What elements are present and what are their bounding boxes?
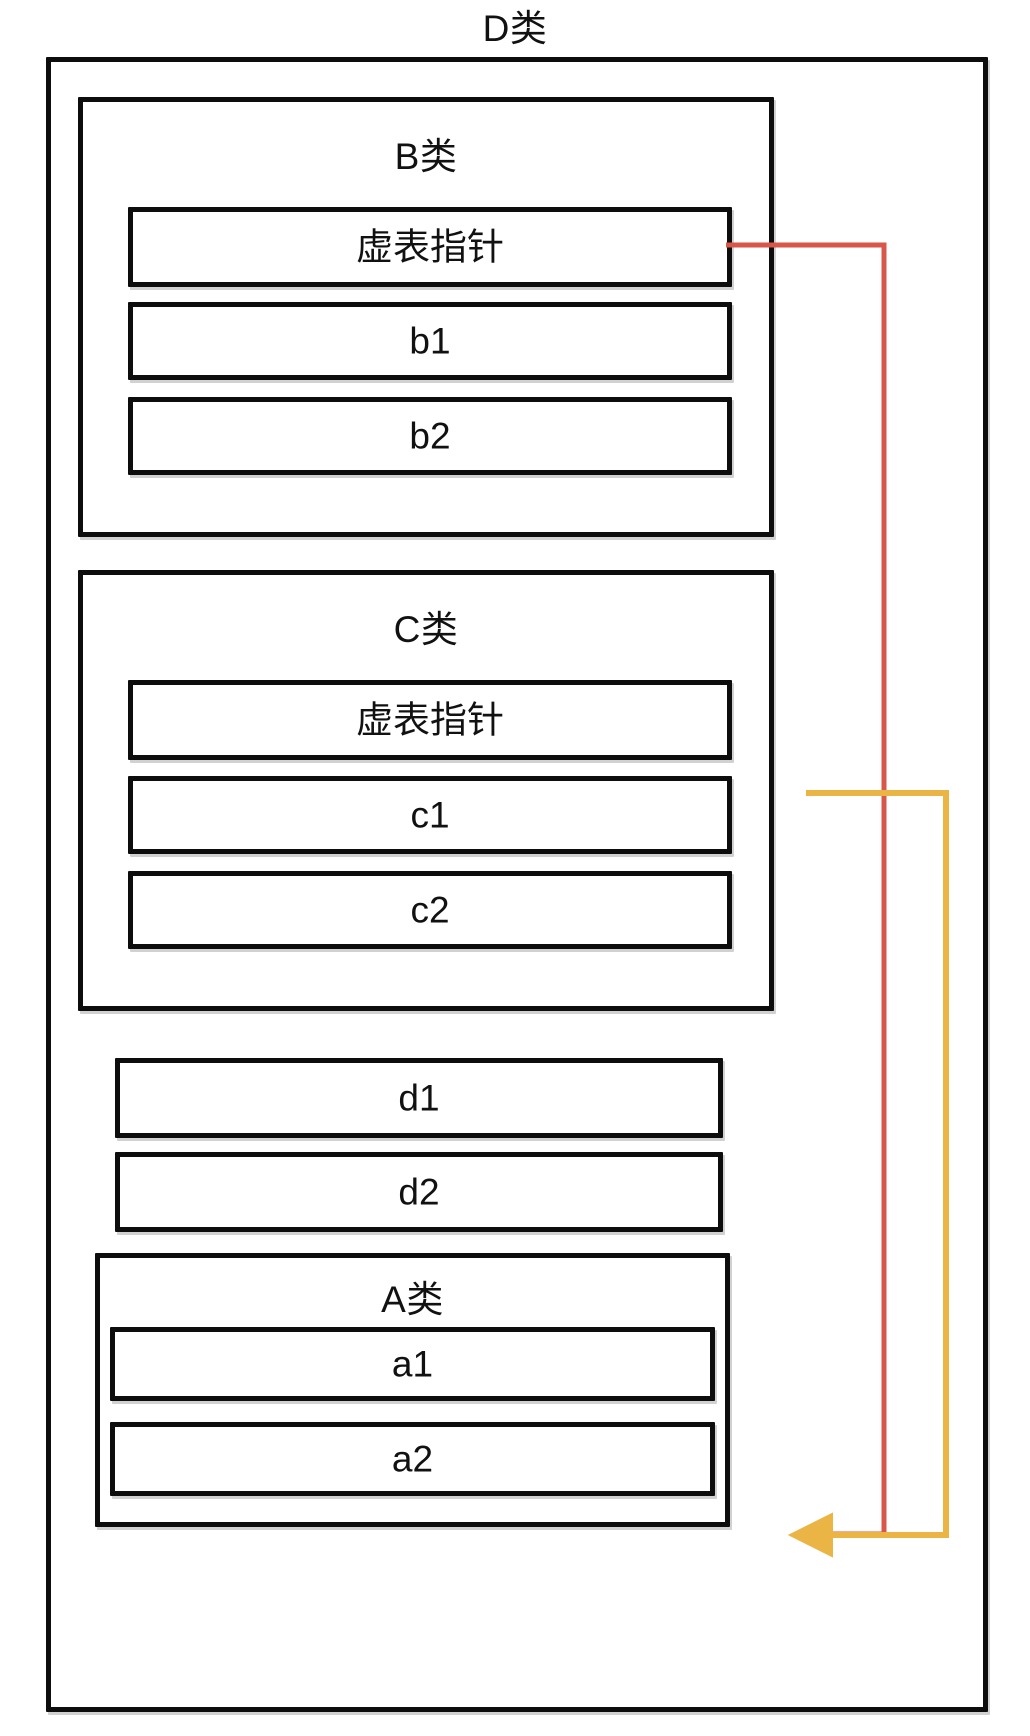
field-label-b2: b2 — [409, 415, 451, 457]
field-label-a2: a2 — [391, 1438, 434, 1480]
class-title-a: A类 — [381, 1279, 444, 1320]
field-box-c-vtable-pointer: 虚表指针 — [128, 680, 732, 760]
field-box-d1: d1 — [115, 1058, 723, 1138]
class-title-d: D类 — [482, 8, 548, 49]
field-box-d2: d2 — [115, 1152, 723, 1232]
field-label-c-vtable-pointer: 虚表指针 — [356, 699, 504, 741]
field-label-d2: d2 — [398, 1171, 440, 1213]
field-box-b1: b1 — [128, 302, 732, 380]
field-box-c2: c2 — [128, 871, 732, 949]
field-box-a2: a2 — [110, 1422, 715, 1496]
class-title-b: B类 — [394, 136, 458, 177]
field-box-b2: b2 — [128, 397, 732, 475]
field-label-b-vtable-pointer: 虚表指针 — [356, 226, 504, 268]
field-label-c2: c2 — [410, 889, 450, 931]
class-title-c: C类 — [393, 609, 459, 650]
field-label-a1: a1 — [391, 1343, 434, 1385]
field-box-c1: c1 — [128, 776, 732, 854]
field-box-a1: a1 — [110, 1327, 715, 1401]
field-label-b1: b1 — [409, 320, 451, 362]
field-box-b-vtable-pointer: 虚表指针 — [128, 207, 732, 287]
field-label-d1: d1 — [398, 1077, 440, 1119]
field-label-c1: c1 — [410, 794, 450, 836]
